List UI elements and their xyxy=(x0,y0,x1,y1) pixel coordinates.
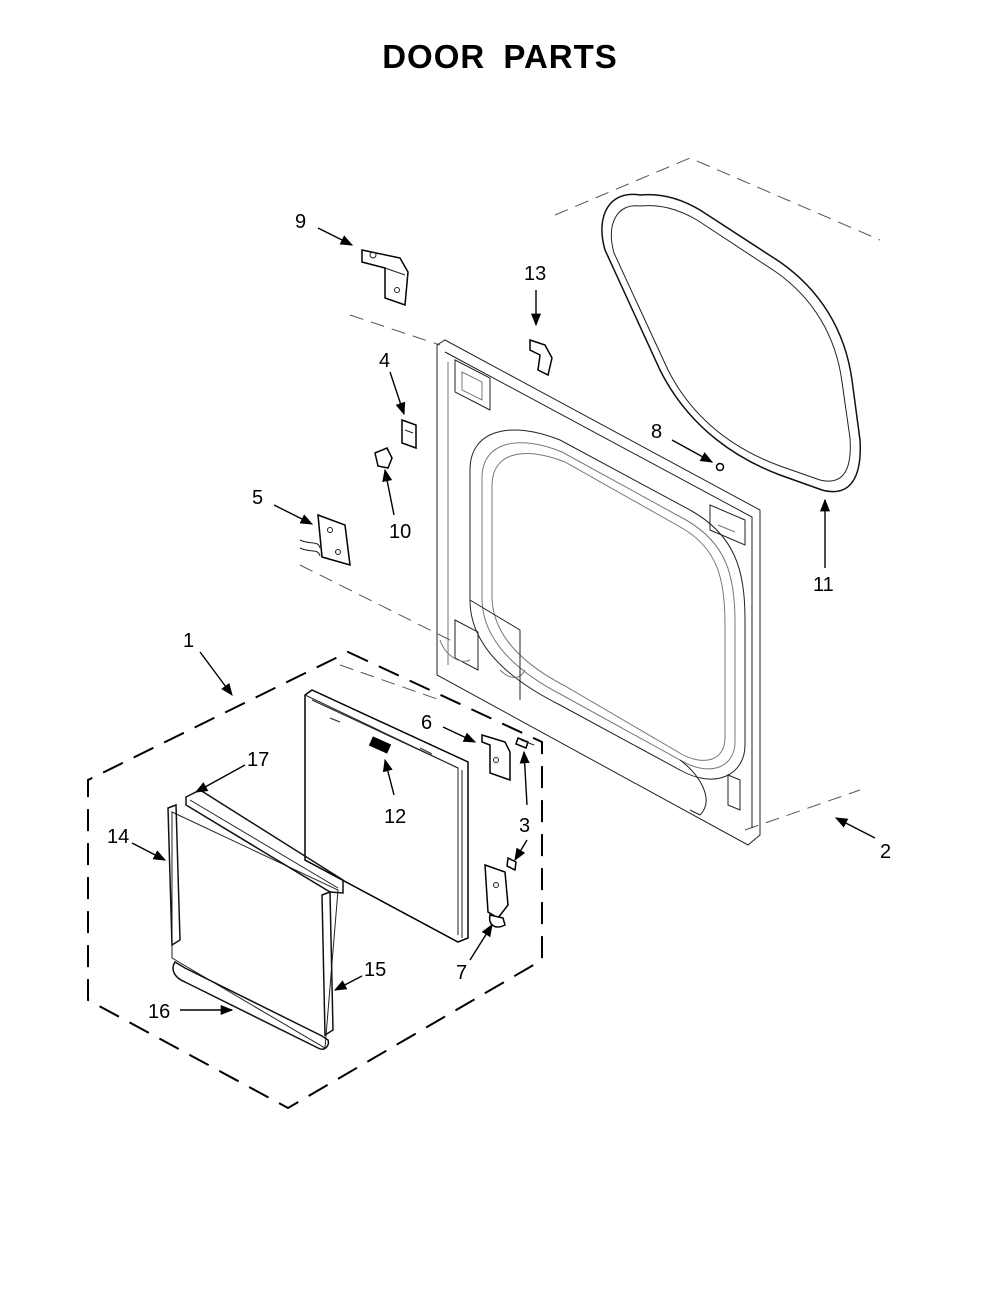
callout-3: 3 xyxy=(519,815,530,837)
callout-7: 7 xyxy=(456,962,467,984)
callout-6: 6 xyxy=(421,712,432,734)
callout-15: 15 xyxy=(364,959,386,981)
door-seal xyxy=(601,193,861,493)
callout-5: 5 xyxy=(252,487,263,509)
part-5-plate xyxy=(299,513,351,567)
part-13-clip xyxy=(529,338,553,377)
outer-door-panel xyxy=(304,689,469,943)
part-8-screw xyxy=(715,462,725,472)
part-4-block xyxy=(401,418,417,450)
callout-4: 4 xyxy=(379,350,390,372)
callout-13: 13 xyxy=(524,263,546,285)
callout-14: 14 xyxy=(107,826,129,848)
front-panel xyxy=(436,339,761,846)
callout-16: 16 xyxy=(148,1001,170,1023)
callout-11: 11 xyxy=(813,574,834,596)
callout-17: 17 xyxy=(247,749,269,771)
hinge-parts xyxy=(481,733,535,928)
callout-labels: 9 13 4 8 5 10 11 1 6 17 12 3 14 2 7 15 1… xyxy=(107,211,891,1023)
page-title: DOOR PARTS xyxy=(382,38,618,75)
part-9-bracket xyxy=(361,249,409,307)
callout-8: 8 xyxy=(651,421,662,443)
callout-2: 2 xyxy=(880,841,891,863)
callout-10: 10 xyxy=(389,521,411,543)
callout-1: 1 xyxy=(183,630,194,652)
cabinet-outline xyxy=(299,157,881,831)
leader-lines xyxy=(131,227,876,1016)
part-10-clip xyxy=(374,447,393,469)
door-assembly-box xyxy=(87,650,543,1110)
callout-9: 9 xyxy=(295,211,306,233)
callout-12: 12 xyxy=(384,806,406,828)
